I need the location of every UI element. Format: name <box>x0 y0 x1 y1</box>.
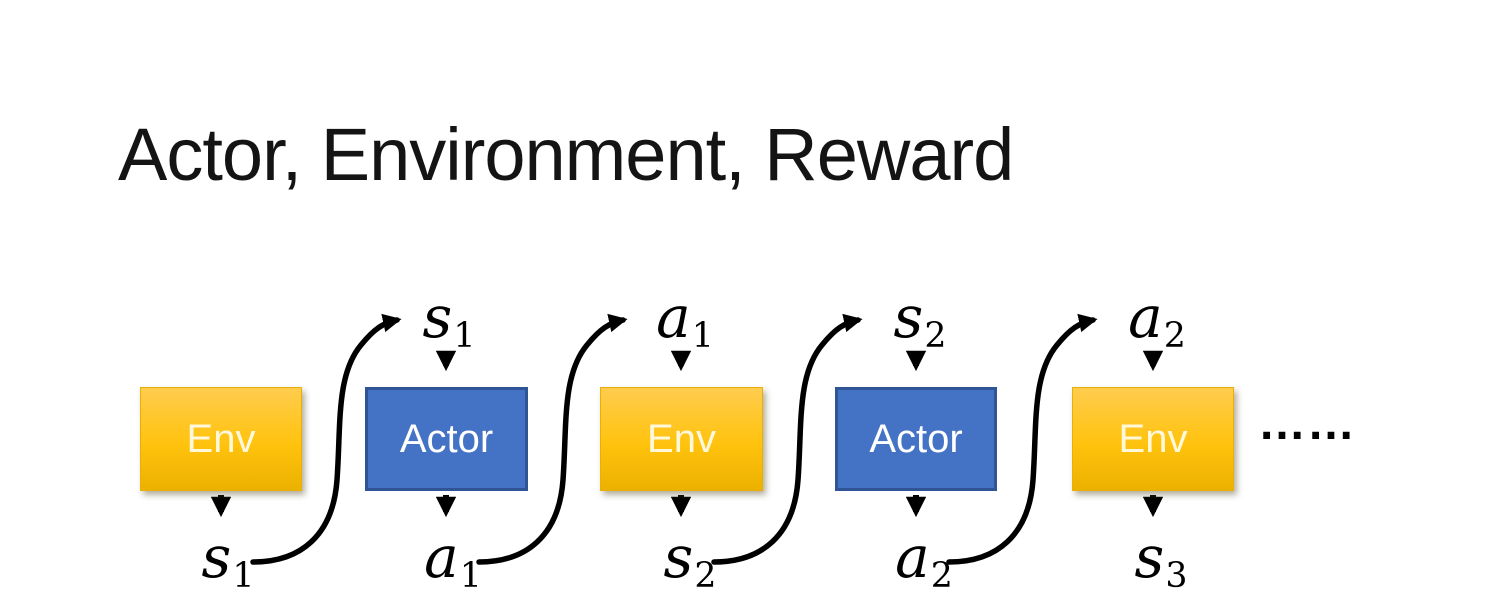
env-box-2-label: Env <box>647 416 716 461</box>
label-top-a2: a2 <box>1128 283 1186 356</box>
label-bottom-s1: s1 <box>201 523 255 596</box>
env-box-1-label: Env <box>186 416 256 461</box>
label-bottom-a2: a2 <box>895 523 953 596</box>
label-bottom-a1: a1 <box>424 523 482 596</box>
actor-box-2: Actor <box>835 387 997 491</box>
slide-title: Actor, Environment, Reward <box>118 113 1014 196</box>
label-bottom-s3: s3 <box>1134 523 1188 596</box>
actor-box-2-label: Actor <box>869 416 963 461</box>
transfer-arrow-a1 <box>476 313 628 565</box>
transfer-arrow-s1 <box>250 313 402 565</box>
env-box-3-label: Env <box>1118 416 1188 461</box>
transfer-arrow-a2 <box>946 313 1098 565</box>
label-top-s1: s1 <box>422 283 476 356</box>
continuation-ellipsis: …… <box>1258 397 1356 450</box>
env-box-2: Env <box>600 387 763 491</box>
actor-box-1: Actor <box>365 387 528 491</box>
label-top-a1: a1 <box>656 283 714 356</box>
env-box-3: Env <box>1072 387 1234 491</box>
env-box-1: Env <box>140 387 302 491</box>
label-bottom-s2: s2 <box>663 523 717 596</box>
label-top-s2: s2 <box>893 283 947 356</box>
actor-box-1-label: Actor <box>399 416 494 461</box>
transfer-arrow-s2 <box>711 313 863 565</box>
